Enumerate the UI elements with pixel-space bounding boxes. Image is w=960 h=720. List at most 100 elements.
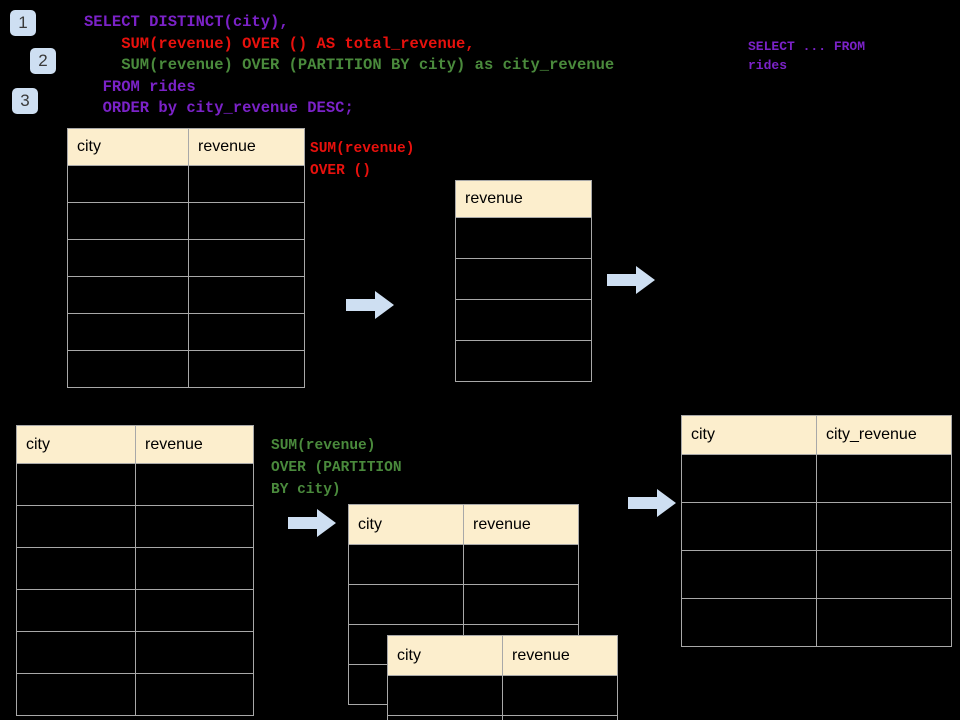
table-cell-empty bbox=[348, 584, 464, 625]
table-row bbox=[681, 502, 952, 551]
column-header: revenue bbox=[135, 425, 254, 464]
table-row bbox=[67, 350, 305, 388]
table-cell-empty bbox=[16, 673, 136, 716]
table-row bbox=[16, 547, 254, 590]
table-row bbox=[455, 258, 592, 300]
table-cell-empty bbox=[67, 350, 189, 388]
step-badge-2: 2 bbox=[30, 48, 56, 74]
table-cell-empty bbox=[135, 589, 254, 632]
annotation-line: SUM(revenue) bbox=[271, 438, 376, 454]
column-header: revenue bbox=[463, 504, 579, 545]
table-row bbox=[16, 631, 254, 674]
annotation-partition-by-city: SUM(revenue) OVER (PARTITION BY city) bbox=[271, 435, 402, 501]
annotation-line: SUM(revenue) bbox=[310, 141, 415, 157]
table-cell-empty bbox=[816, 598, 952, 647]
table-cell-empty bbox=[816, 454, 952, 503]
side-note-select-from-rides: SELECT ... FROM rides bbox=[748, 37, 865, 75]
table-cell-empty bbox=[188, 313, 305, 351]
table-cell-empty bbox=[681, 502, 817, 551]
sql-line-2: SUM(revenue) OVER () AS total_revenue, bbox=[84, 34, 475, 53]
arrow-source-to-partition bbox=[288, 509, 336, 537]
annotation-over-empty-window: SUM(revenue) OVER () bbox=[310, 138, 414, 182]
column-header: revenue bbox=[502, 635, 618, 676]
column-header: city_revenue bbox=[816, 415, 952, 455]
table-row bbox=[681, 598, 952, 647]
annotation-line: OVER (PARTITION bbox=[271, 460, 402, 476]
table-cell-empty bbox=[502, 675, 618, 716]
table-cell-empty bbox=[67, 276, 189, 314]
step-badge-3: 3 bbox=[12, 88, 38, 114]
sql-line-4: FROM rides bbox=[84, 77, 196, 96]
column-header: revenue bbox=[188, 128, 305, 166]
sql-query-code: SELECT DISTINCT(city), SUM(revenue) OVER… bbox=[84, 12, 614, 120]
table-row bbox=[16, 463, 254, 506]
table-row bbox=[67, 313, 305, 351]
table-row bbox=[681, 454, 952, 503]
side-note-line-2: rides bbox=[748, 58, 788, 73]
table-cell-empty bbox=[816, 502, 952, 551]
sql-line-5: ORDER by city_revenue DESC; bbox=[84, 99, 354, 117]
table-cell-empty bbox=[348, 544, 464, 585]
arrow-source-to-total bbox=[346, 291, 394, 319]
table-row bbox=[455, 299, 592, 341]
arrow-partition-to-result bbox=[628, 489, 676, 517]
table-cell-empty bbox=[67, 202, 189, 240]
table-cell-empty bbox=[16, 463, 136, 506]
table-cell-empty bbox=[135, 463, 254, 506]
table-cell-empty bbox=[188, 165, 305, 203]
arrow-total-to-result bbox=[607, 266, 655, 294]
column-header: revenue bbox=[455, 180, 592, 218]
table-cell-empty bbox=[67, 165, 189, 203]
table-cell-empty bbox=[681, 550, 817, 599]
column-header: city bbox=[67, 128, 189, 166]
side-note-line-1: SELECT ... FROM bbox=[748, 39, 866, 54]
table-cell-empty bbox=[135, 505, 254, 548]
table-cell-empty bbox=[455, 340, 592, 382]
table-cell-empty bbox=[16, 631, 136, 674]
table-cell-empty bbox=[455, 299, 592, 341]
table-cell-empty bbox=[463, 584, 579, 625]
table-cell-empty bbox=[135, 631, 254, 674]
annotation-line: BY city) bbox=[271, 482, 341, 498]
table-row bbox=[16, 505, 254, 548]
table-row bbox=[67, 276, 305, 314]
column-header: city bbox=[387, 635, 503, 676]
column-header: city bbox=[348, 504, 464, 545]
table-row bbox=[67, 202, 305, 240]
table-cell-empty bbox=[681, 454, 817, 503]
table-cell-empty bbox=[387, 715, 503, 720]
table-cell-empty bbox=[135, 673, 254, 716]
table-row bbox=[16, 673, 254, 716]
table-cell-empty bbox=[67, 313, 189, 351]
table-row bbox=[348, 584, 579, 625]
column-header: city bbox=[681, 415, 817, 455]
table-cell-empty bbox=[16, 547, 136, 590]
table-header-row: revenue bbox=[455, 180, 592, 218]
annotation-line: OVER () bbox=[310, 163, 371, 179]
table-row bbox=[681, 550, 952, 599]
table-row bbox=[67, 165, 305, 203]
sql-line-3: SUM(revenue) OVER (PARTITION BY city) as… bbox=[84, 56, 615, 74]
table-row bbox=[16, 589, 254, 632]
table-cell-empty bbox=[455, 217, 592, 259]
table-cell-empty bbox=[67, 239, 189, 277]
table-cell-empty bbox=[188, 350, 305, 388]
total-revenue-table: revenue bbox=[455, 180, 592, 382]
table-row bbox=[67, 239, 305, 277]
table-row bbox=[348, 544, 579, 585]
column-header: city bbox=[16, 425, 136, 464]
table-row bbox=[387, 675, 618, 716]
table-row bbox=[455, 217, 592, 259]
table-cell-empty bbox=[135, 547, 254, 590]
table-cell-empty bbox=[455, 258, 592, 300]
table-cell-empty bbox=[16, 505, 136, 548]
